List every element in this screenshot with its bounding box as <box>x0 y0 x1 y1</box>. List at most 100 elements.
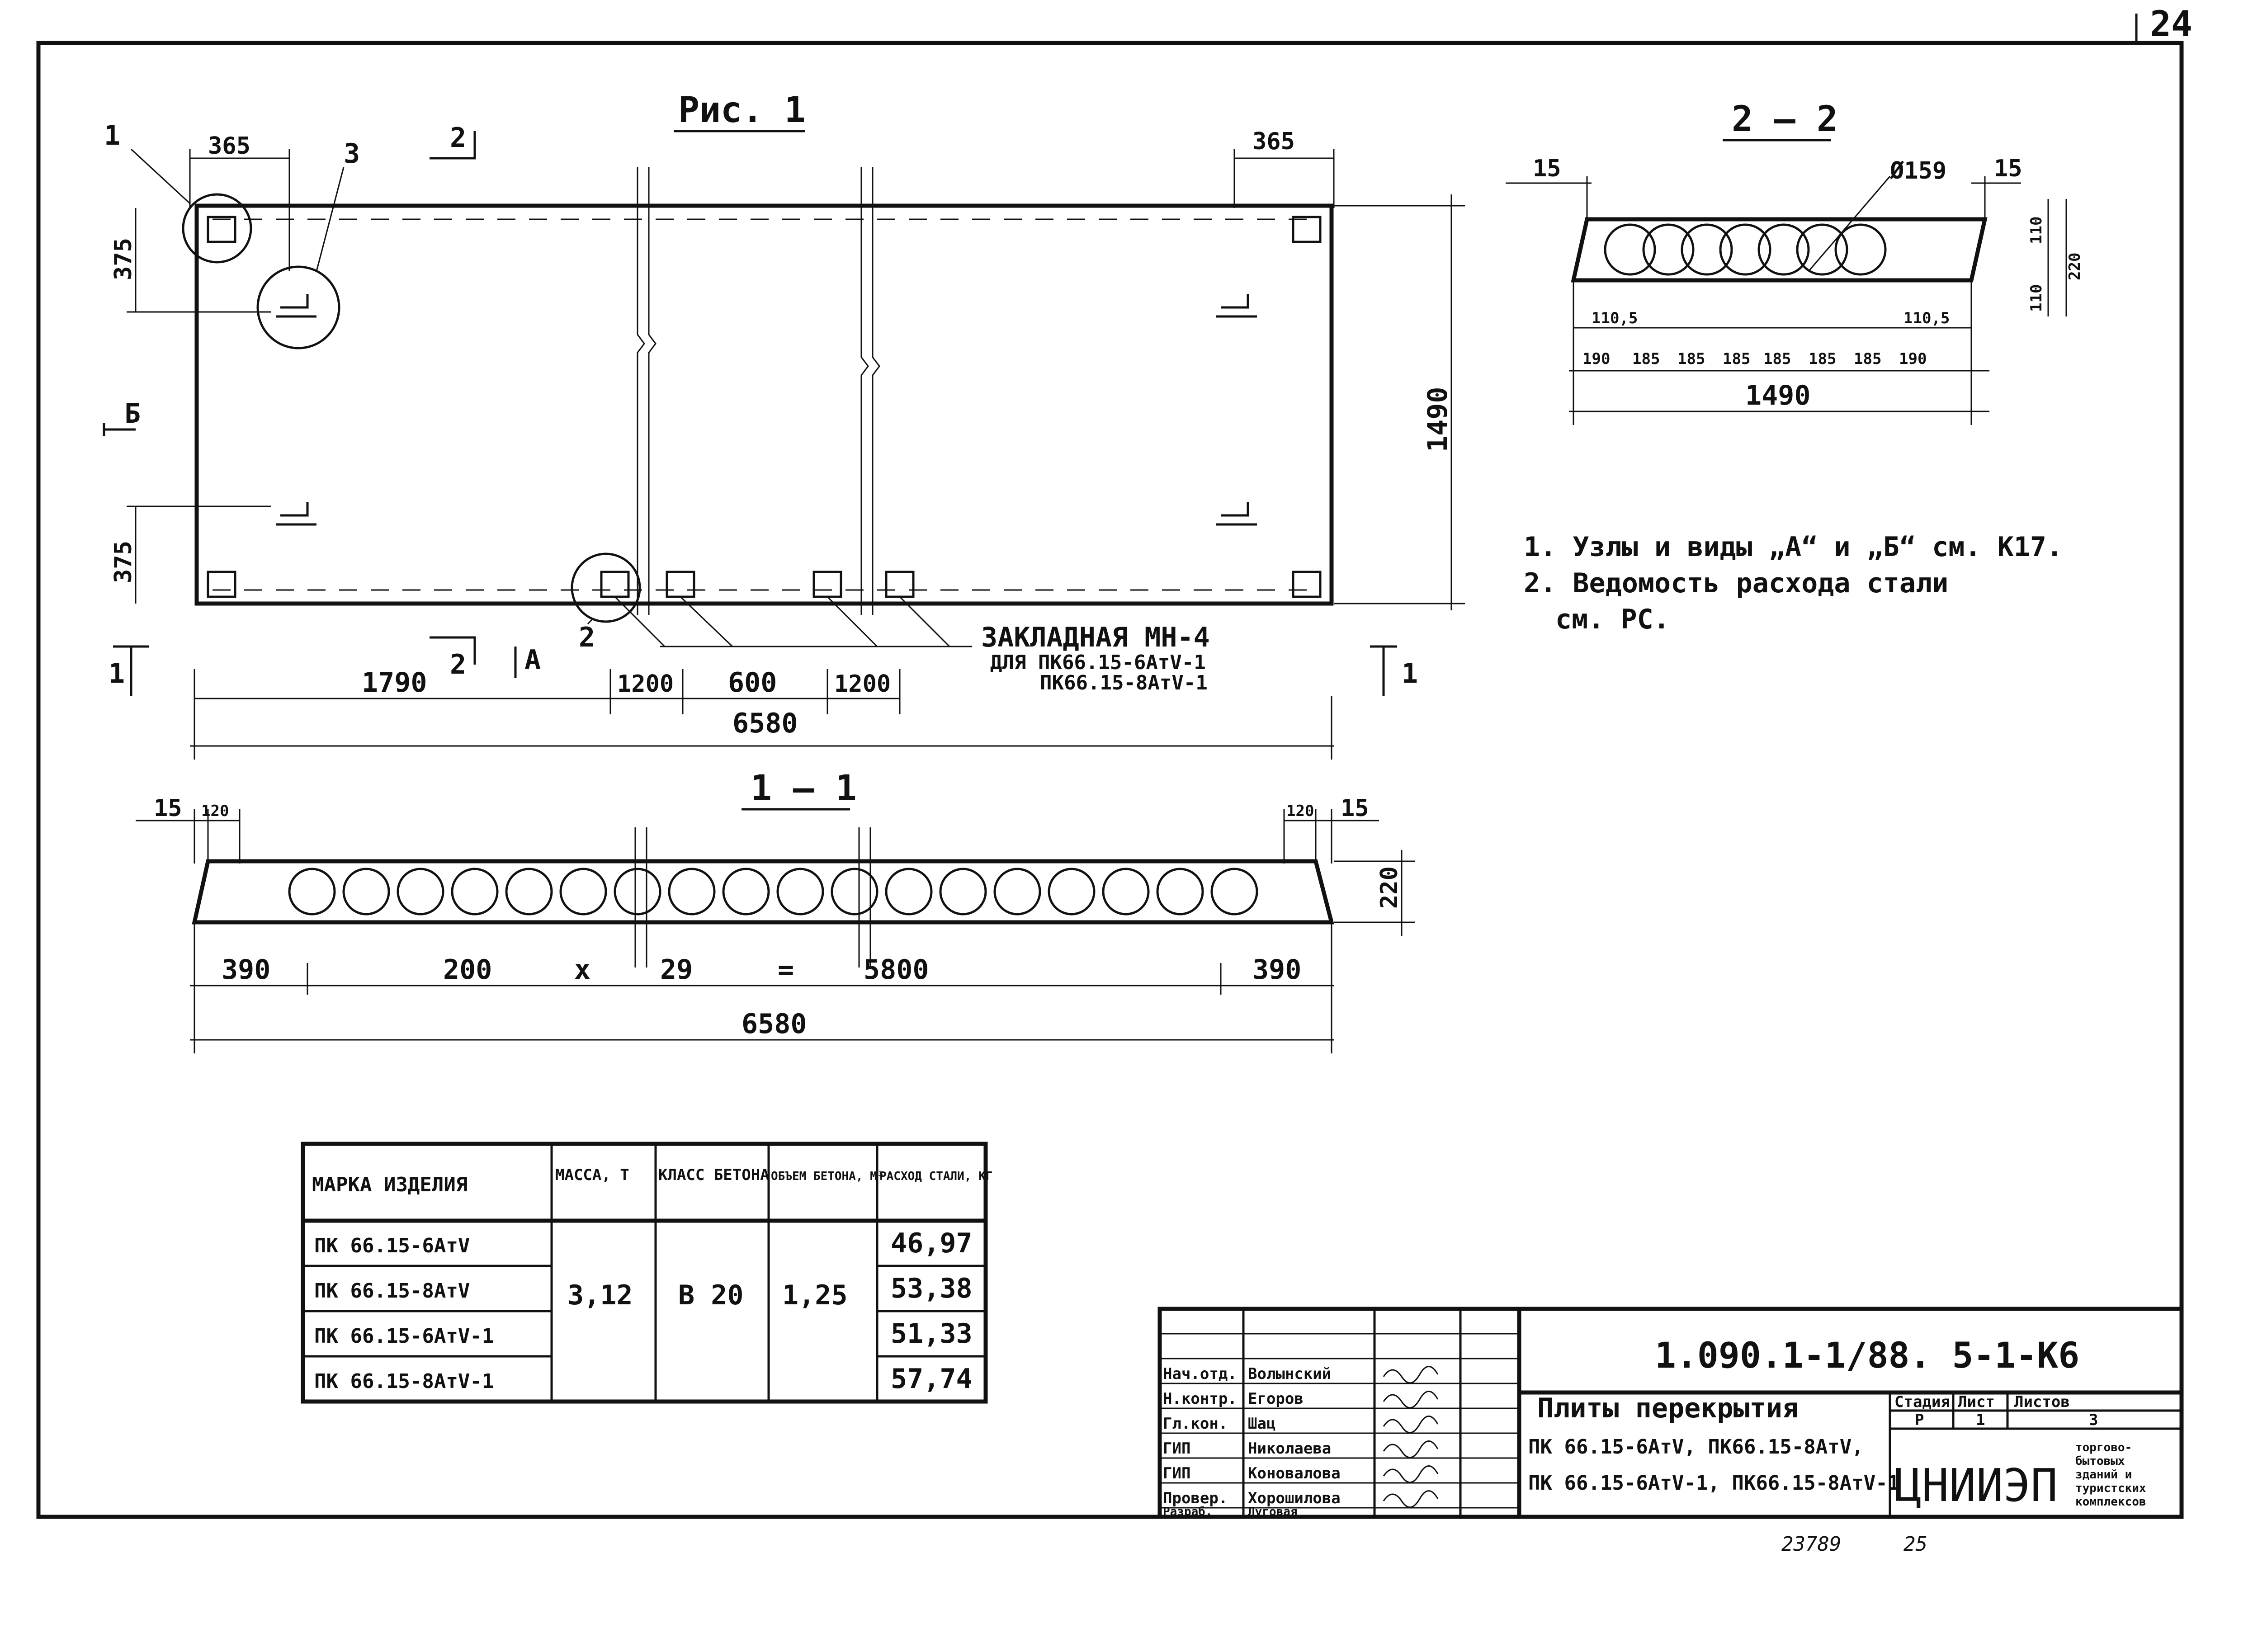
mass-value: 3,12 <box>567 1279 633 1311</box>
spacing-dim: 185 <box>1677 350 1705 368</box>
row-steel: 57,74 <box>891 1363 973 1395</box>
section-11-title: 1 – 1 <box>751 768 857 809</box>
dim-375-bottom: 375 <box>110 541 137 583</box>
dim-110-top: 110 <box>2027 217 2045 244</box>
concrete-class-value: В 20 <box>678 1279 744 1311</box>
stamp-suffix: 25 <box>1903 1533 1927 1556</box>
staff-name: Николаева <box>1248 1440 1331 1458</box>
diameter-label: Ø159 <box>1889 157 1946 184</box>
corner-plate <box>207 571 236 598</box>
row-steel: 51,33 <box>891 1318 973 1350</box>
dim-15-right: 15 <box>1994 155 2022 182</box>
product-line-1: ПК 66.15-6АтV, ПК66.15-8АтV, <box>1528 1435 1864 1458</box>
void-circles <box>288 868 1258 916</box>
spacing-dim: 185 <box>1723 350 1750 368</box>
equals-sign: = <box>778 954 794 986</box>
dim-365-left: 365 <box>208 132 250 160</box>
corner-plate <box>207 216 236 243</box>
callout-circle-3 <box>256 265 340 349</box>
spec-table: МАРКА ИЗДЕЛИЯ МАССА, Т КЛАСС БЕТОНА ОБЪЕ… <box>301 1142 992 1404</box>
dim-1105-left: 110,5 <box>1592 309 1638 327</box>
embed-for: ДЛЯ ПК66.15-6АтV-1 <box>990 651 1206 674</box>
embed-plate <box>600 571 630 598</box>
note-2: 2. Ведомость расхода стали <box>1524 567 1948 599</box>
callout-3: 3 <box>344 138 360 170</box>
dim-220-22: 220 <box>2066 253 2084 280</box>
staff-role: Н.контр. <box>1163 1390 1237 1408</box>
dim-365-right: 365 <box>1252 128 1295 155</box>
sheets-value: 3 <box>2089 1411 2098 1429</box>
cut-2-bottom: 2 <box>450 649 466 680</box>
break-line <box>637 167 645 615</box>
org-desc-line: зданий и <box>2075 1468 2132 1482</box>
spacing-dim: 190 <box>1582 350 1610 368</box>
row-steel: 46,97 <box>891 1227 973 1259</box>
dim-1490: 1490 <box>1422 387 1454 453</box>
cut-2-top: 2 <box>450 122 466 154</box>
cut-1-left: 1 <box>109 658 125 689</box>
dim-1790: 1790 <box>362 667 427 699</box>
dim-1105-right: 110,5 <box>1903 309 1950 327</box>
volume-value: 1,25 <box>782 1279 848 1311</box>
embed-plate <box>812 571 842 598</box>
sheet-value: 1 <box>1976 1411 1985 1429</box>
embed-label: ЗАКЛАДНАЯ МН-4 <box>981 622 1210 653</box>
figure-title: Рис. 1 <box>678 90 806 131</box>
staff-role: Разраб. <box>1163 1505 1213 1519</box>
corner-plate <box>1292 216 1322 243</box>
corner-plate <box>1292 571 1322 598</box>
header-class: КЛАСС БЕТОНА <box>658 1166 770 1184</box>
dim-1490-22: 1490 <box>1745 380 1811 411</box>
org-desc-line: бытовых <box>2075 1454 2125 1468</box>
product-line-2: ПК 66.15-6АтV-1, ПК66.15-8АтV-1 <box>1528 1472 1899 1495</box>
header-mark: МАРКА ИЗДЕЛИЯ <box>312 1173 468 1196</box>
staff-role: Провер. <box>1163 1489 1228 1507</box>
dim-15-right-11: 15 <box>1341 795 1369 822</box>
spacing-dims: 190 185 185 185 185 185 185 190 <box>1582 350 1927 368</box>
row-mark: ПК 66.15-8АтV-1 <box>314 1370 494 1393</box>
staff-role: Гл.кон. <box>1163 1415 1228 1433</box>
dim-390-right: 390 <box>1252 954 1301 986</box>
callout-2: 2 <box>579 622 595 653</box>
staff-role: ГИП <box>1163 1440 1190 1458</box>
spacing-dim: 185 <box>1809 350 1836 368</box>
org-logo: ЦНИИЭП <box>1894 1459 2058 1512</box>
spacing-dim: 185 <box>1854 350 1881 368</box>
header-volume: ОБЪЕМ БЕТОНА, М³ <box>771 1170 884 1183</box>
dim-600: 600 <box>728 667 777 699</box>
product-title: Плиты перекрытия <box>1537 1392 1799 1424</box>
row-mark: ПК 66.15-6АтV <box>314 1234 470 1257</box>
note-2-cont: см. РС. <box>1555 604 1670 635</box>
dim-120-right: 120 <box>1286 802 1314 820</box>
row-mark: ПК 66.15-6АтV-1 <box>314 1325 494 1348</box>
dim-1200-b: 1200 <box>834 670 891 698</box>
dim-29: 29 <box>660 954 693 986</box>
dim-110-bottom: 110 <box>2027 284 2045 312</box>
row-mark: ПК 66.15-8АтV <box>314 1279 470 1303</box>
org-desc-line: комплексов <box>2075 1495 2146 1509</box>
dim-6580-11: 6580 <box>742 1008 807 1040</box>
section-22-title: 2 – 2 <box>1732 99 1838 140</box>
view-b: Б <box>124 398 141 430</box>
spacing-dim: 185 <box>1763 350 1791 368</box>
cut-1-right: 1 <box>1402 658 1418 689</box>
embed-plate <box>666 571 695 598</box>
spacing-dim: 185 <box>1632 350 1660 368</box>
spacing-dim: 190 <box>1899 350 1927 368</box>
dim-6580-plan: 6580 <box>732 708 798 739</box>
staff-role: Нач.отд. <box>1163 1365 1237 1383</box>
header-mass: МАССА, Т <box>555 1166 629 1184</box>
dim-15-left-11: 15 <box>154 795 182 822</box>
slab-outline <box>194 203 1334 606</box>
dim-5800: 5800 <box>864 954 929 986</box>
stage-header: Стадия <box>1894 1393 1950 1411</box>
staff-name: Коновалова <box>1248 1464 1341 1482</box>
embed-plate <box>885 571 915 598</box>
dim-120-left: 120 <box>201 802 229 820</box>
header-steel: РАСХОД СТАЛИ, КГ <box>879 1170 992 1183</box>
times-sign: x <box>574 954 590 986</box>
callout-circle-2 <box>571 552 641 623</box>
embed-for2: ПК66.15-8АтV-1 <box>1040 671 1208 694</box>
sheets-header: Листов <box>2014 1393 2070 1411</box>
lifting-loop <box>1216 502 1257 526</box>
